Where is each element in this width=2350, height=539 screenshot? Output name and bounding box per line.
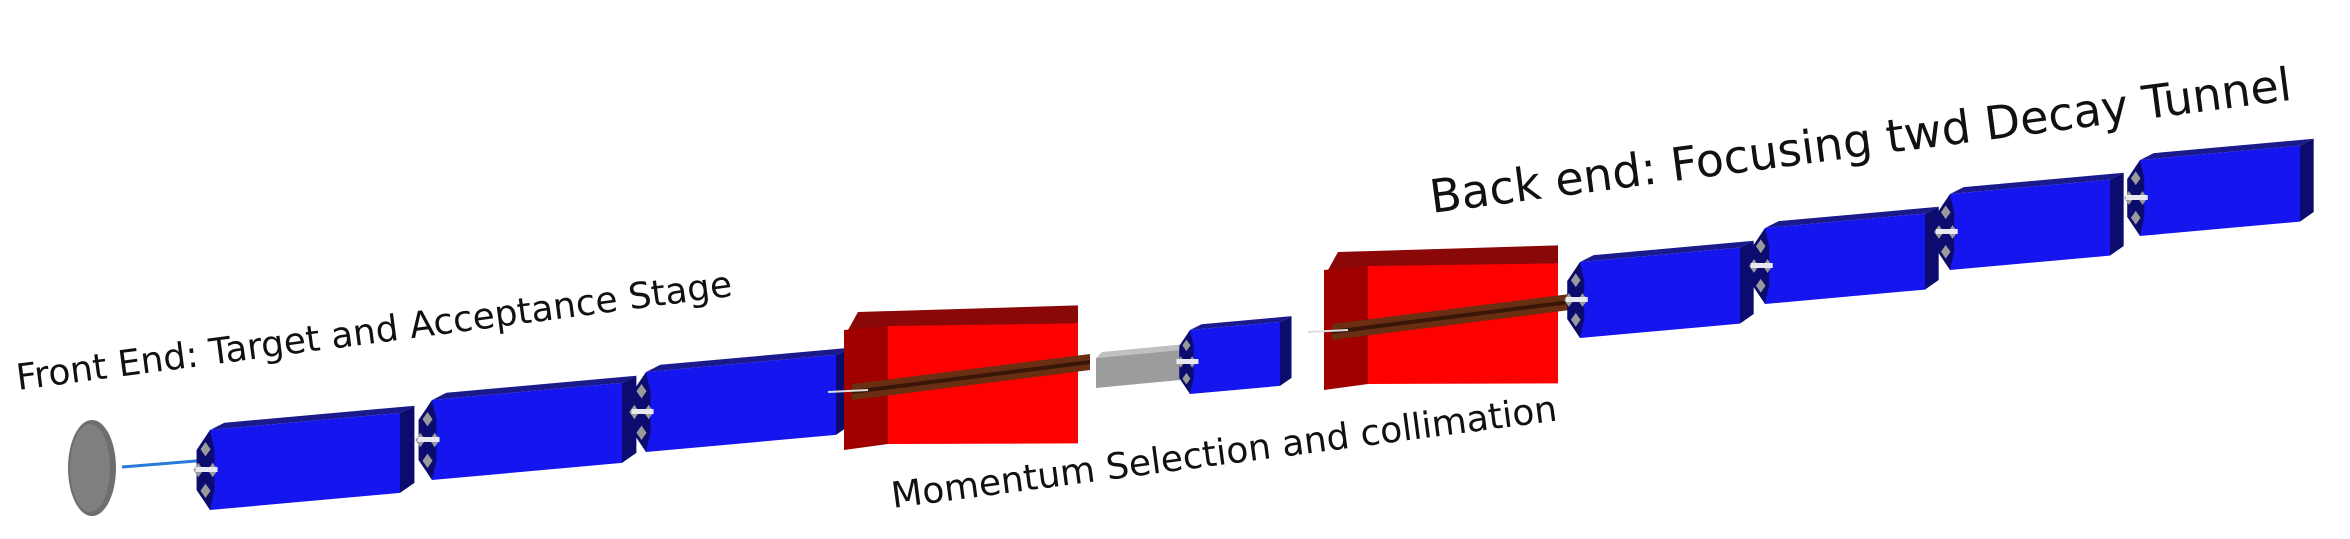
beam-line [121, 458, 209, 469]
dipole-2 [1307, 245, 1570, 390]
quadrupole-1 [193, 405, 415, 510]
quadrupole-4 [1176, 316, 1292, 394]
quadrupole-8 [2124, 138, 2314, 236]
magnet-chain [193, 138, 2314, 510]
collimator [1096, 344, 1186, 388]
target-disk [68, 420, 116, 516]
quadrupole-7 [1934, 172, 2124, 270]
quadrupole-5 [1564, 240, 1754, 338]
quadrupole-3 [629, 347, 851, 452]
dipole-1 [827, 305, 1090, 450]
quadrupole-2 [415, 375, 637, 480]
quadrupole-6 [1749, 206, 1939, 304]
